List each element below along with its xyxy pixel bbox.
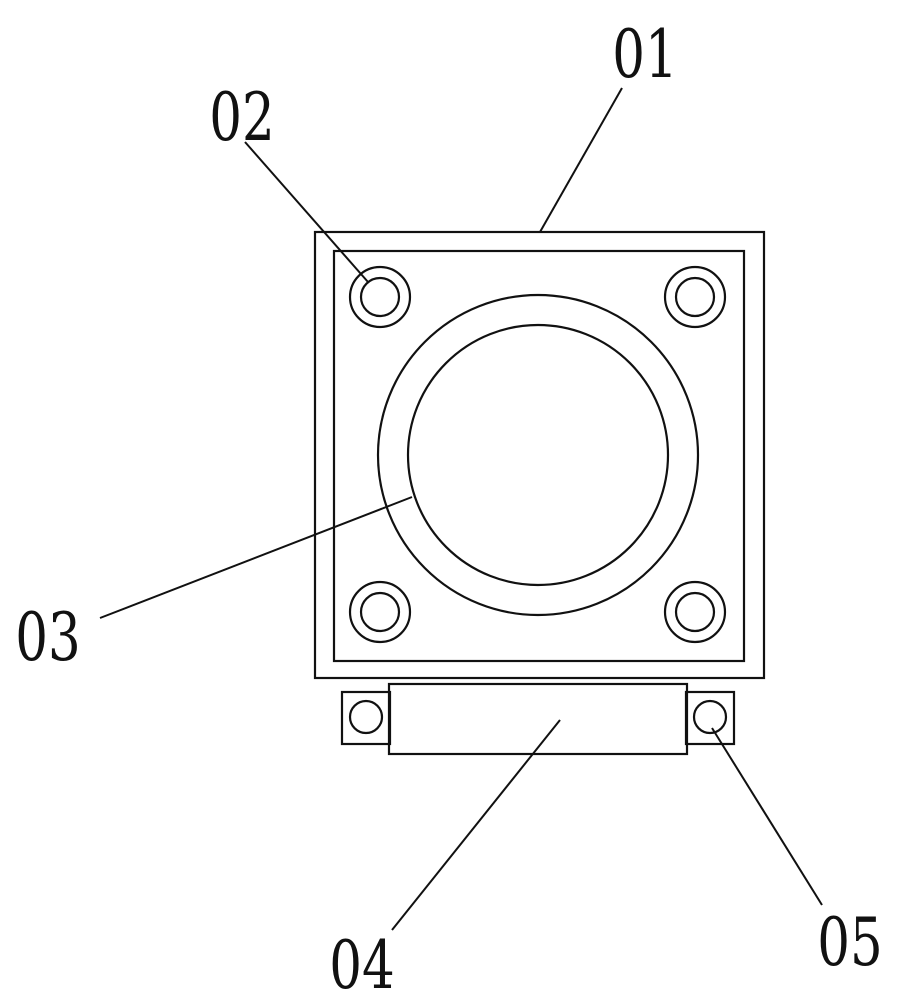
mounting-hole-top-left — [348, 265, 412, 329]
label-03: 03 — [15, 599, 80, 676]
housing — [313, 230, 766, 680]
mounting-hole-top-right — [663, 265, 727, 329]
central-opening-outer-ring — [376, 293, 700, 617]
mounting-hole-bottom-right — [663, 580, 727, 644]
mounting-hole-bottom-left — [348, 580, 412, 644]
side-hole-right — [692, 699, 728, 735]
label-04: 04 — [329, 927, 394, 1000]
housing-inner-frame — [332, 249, 746, 663]
leader-line-01 — [539, 87, 623, 233]
central-opening — [376, 293, 700, 617]
leader-line-05 — [711, 727, 823, 906]
label-05: 05 — [817, 904, 882, 981]
leader-line-03 — [99, 496, 413, 619]
label-01: 01 — [612, 16, 677, 93]
bottom-block-assembly — [340, 682, 736, 756]
label-02: 02 — [209, 79, 274, 156]
central-opening-inner-ring — [406, 323, 670, 587]
housing-outer-frame — [313, 230, 766, 680]
side-hole-left — [348, 699, 384, 735]
bottom-block — [387, 682, 689, 756]
leader-line-02 — [244, 141, 369, 283]
leader-line-04 — [391, 719, 561, 931]
